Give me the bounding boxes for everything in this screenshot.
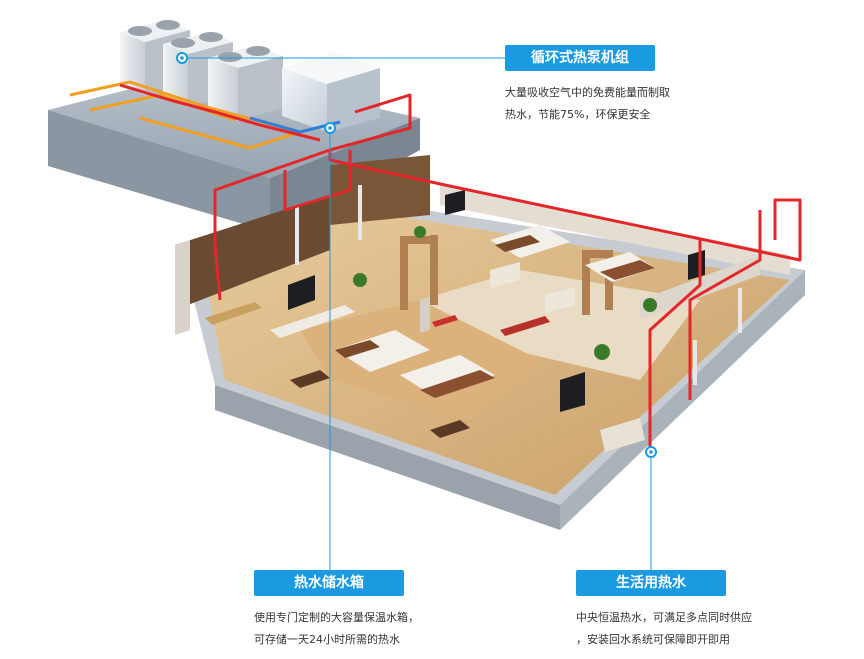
plant-icon (353, 226, 657, 360)
heat-pump-callout-desc: 大量吸收空气中的免费能量而制取 热水，节能75%，环保更安全 (505, 82, 670, 126)
bed-icon (490, 225, 570, 258)
hot-pipe (213, 148, 331, 301)
hot-pipe (328, 93, 802, 262)
hot-pipe (283, 150, 352, 212)
hot-pipe (688, 210, 762, 400)
beds (335, 225, 655, 398)
bed-icon (585, 252, 655, 282)
furniture (205, 185, 742, 452)
tv-icon (445, 190, 465, 215)
water-tank-icon (282, 52, 380, 132)
storage-tank-desc-line-1: 使用专门定制的大容量保温水箱， (254, 611, 419, 624)
bed-icon (400, 355, 495, 398)
hot-pipe (119, 83, 321, 142)
shower-icon (295, 185, 742, 385)
tv-icon (560, 372, 585, 412)
callout-leaders (182, 57, 652, 570)
storage-tank-callout-title: 热水储水箱 (254, 570, 404, 596)
tv-icon (688, 250, 705, 280)
heat-pump-desc-line-1: 大量吸收空气中的免费能量而制取 (505, 86, 670, 99)
pipes (69, 80, 802, 450)
hot-pipe (648, 240, 702, 450)
floor-plan (200, 205, 790, 495)
heat-pump-unit-icon (208, 46, 283, 121)
storage-tank-callout-desc: 使用专门定制的大容量保温水箱， 可存储一天24小时所需的热水 (254, 607, 419, 651)
domestic-hot-water-callout-title: 生活用热水 (576, 570, 726, 596)
tv-icon (288, 275, 315, 310)
storage-tank-desc-line-2: 可存储一天24小时所需的热水 (254, 633, 400, 646)
callout-markers (176, 52, 657, 458)
domestic-hot-water-desc-line-1: 中央恒温热水，可满足多点同时供应 (576, 611, 752, 624)
domestic-hot-water-callout-desc: 中央恒温热水，可满足多点同时供应 ，安装回水系统可保障即开即用 (576, 607, 752, 651)
domestic-hot-water-desc-line-2: ，安装回水系统可保障即开即用 (576, 633, 730, 646)
heat-pump-callout-title: 循环式热泵机组 (505, 45, 655, 71)
bed-icon (335, 330, 430, 372)
heat-pump-desc-line-2: 热水，节能75%，环保更安全 (505, 108, 651, 121)
